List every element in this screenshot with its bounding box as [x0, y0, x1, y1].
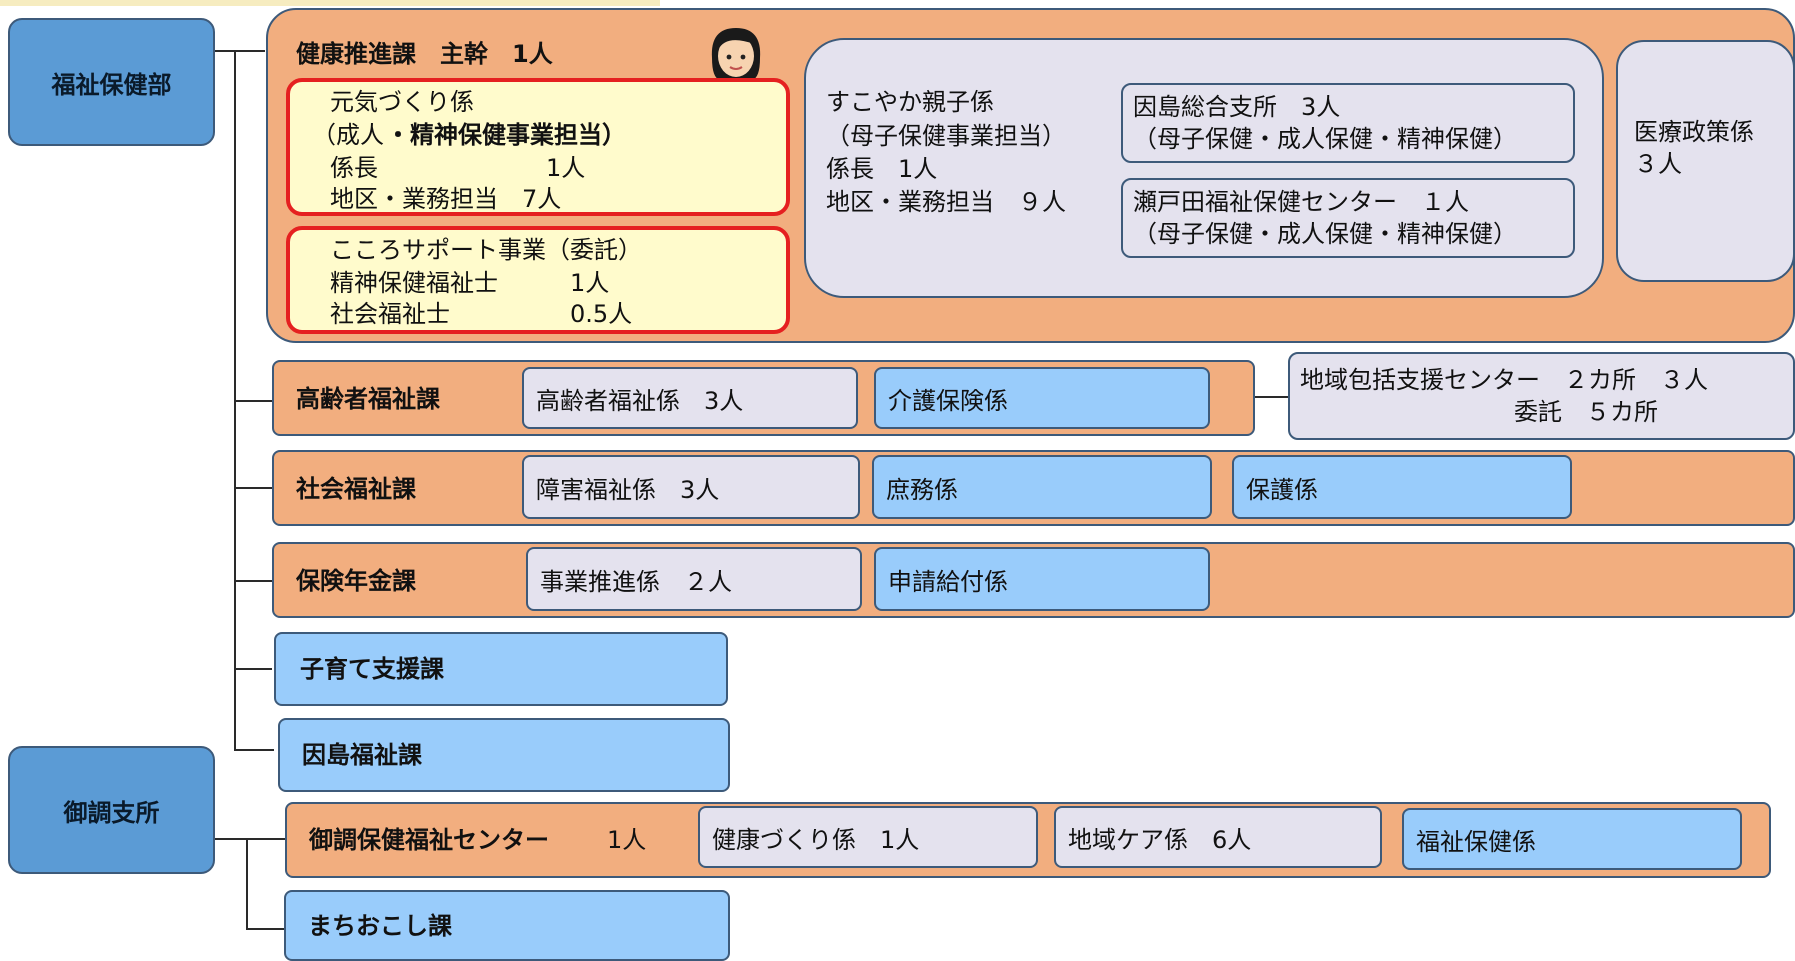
kaigo-hoken-cell: 介護保険係 — [874, 367, 1210, 429]
shakai-title: 社会福祉課 — [296, 475, 416, 503]
kokoro-line1: こころサポート事業（委託） — [330, 236, 642, 264]
houkatsu-line1: 地域包括支援センター ２カ所 ３人 — [1300, 366, 1708, 394]
hoken-nenkin-title: 保険年金課 — [296, 567, 416, 595]
cell-label: 障害福祉係 3人 — [536, 475, 720, 504]
genki-line3a: 係長 — [330, 154, 378, 182]
org-fukushi-hokenbu-label: 福祉保健部 — [51, 70, 172, 99]
kokoro-line2a: 精神保健福祉士 — [330, 269, 498, 297]
cell-label: 健康づくり係 1人 — [712, 825, 920, 854]
connector — [234, 749, 274, 751]
connector — [234, 400, 272, 402]
koreisha-title: 高齢者福祉課 — [296, 385, 440, 413]
top-strip — [0, 0, 660, 6]
setoda-line2: （母子保健・成人保健・精神保健） — [1133, 220, 1517, 248]
org-mitsugi-shisho-label: 御調支所 — [63, 798, 160, 827]
innoshima-fukushi-title: 因島福祉課 — [302, 741, 422, 769]
shogai-fukushi-cell: 障害福祉係 3人 — [522, 455, 860, 519]
cell-label: 保護係 — [1246, 475, 1318, 504]
genki-line2b: ・精神保健事業担当） — [386, 121, 626, 149]
cell-label: 庶務係 — [886, 475, 958, 504]
setoda-line1: 瀬戸田福祉保健センター １人 — [1133, 188, 1469, 216]
connector — [234, 580, 272, 582]
cell-label: 高齢者福祉係 3人 — [536, 386, 744, 415]
shinsei-kyufu-cell: 申請給付係 — [874, 547, 1210, 611]
kenko-suishin-title: 健康推進課 主幹 1人 — [296, 40, 553, 68]
innoshima-fukushi-box: 因島福祉課 — [278, 718, 730, 792]
innoshima-sogo-line1: 因島総合支所 3人 — [1133, 93, 1341, 121]
innoshima-sogo-shisho-box: 因島総合支所 3人 （母子保健・成人保健・精神保健） — [1121, 83, 1575, 163]
sukoyaka-line3: 係長 1人 — [826, 155, 938, 183]
houkatsu-line2: 委託 ５カ所 — [1514, 398, 1658, 426]
iryo-line2: ３人 — [1634, 150, 1682, 178]
connector — [246, 838, 248, 930]
hogo-cell: 保護係 — [1232, 455, 1572, 519]
genki-line1: 元気づくり係 — [330, 88, 474, 116]
machiokoshi-box: まちおこし課 — [284, 890, 730, 961]
connector — [246, 928, 284, 930]
sukoyaka-line2: （母子保健事業担当） — [826, 122, 1066, 150]
genki-zukuri-box: 元気づくり係 （成人 ・精神保健事業担当） 係長 1人 地区・業務担当 7人 — [286, 78, 790, 216]
connector — [234, 668, 272, 670]
shomu-cell: 庶務係 — [872, 455, 1212, 519]
connector — [215, 50, 265, 52]
kosodate-title: 子育て支援課 — [300, 655, 444, 683]
kokoro-line3b: 0.5人 — [570, 300, 633, 328]
fukushi-hoken-cell: 福祉保健係 — [1402, 808, 1742, 870]
org-mitsugi-shisho: 御調支所 — [8, 746, 215, 874]
kokoro-line3a: 社会福祉士 — [330, 300, 450, 328]
chiiki-care-cell: 地域ケア係 6人 — [1054, 806, 1382, 868]
connector — [234, 487, 272, 489]
setoda-center-box: 瀬戸田福祉保健センター １人 （母子保健・成人保健・精神保健） — [1121, 178, 1575, 258]
kokoro-support-box: こころサポート事業（委託） 精神保健福祉士 1人 社会福祉士 0.5人 — [286, 226, 790, 334]
org-fukushi-hokenbu: 福祉保健部 — [8, 18, 215, 146]
jigyo-suishin-cell: 事業推進係 ２人 — [526, 547, 862, 611]
kosodate-shien-box: 子育て支援課 — [274, 632, 728, 706]
chiiki-houkatsu-box: 地域包括支援センター ２カ所 ３人 委託 ５カ所 — [1288, 352, 1795, 440]
sukoyaka-line4: 地区・業務担当 ９人 — [826, 188, 1066, 216]
cell-label: 介護保険係 — [888, 386, 1008, 415]
cell-label: 申請給付係 — [888, 567, 1008, 596]
koreisha-cell: 高齢者福祉係 3人 — [522, 367, 858, 429]
genki-line3b: 1人 — [546, 154, 586, 182]
genki-line4: 地区・業務担当 7人 — [330, 185, 562, 213]
sukoyaka-line1: すこやか親子係 — [826, 88, 994, 116]
innoshima-sogo-line2: （母子保健・成人保健・精神保健） — [1133, 125, 1517, 153]
iryo-seisaku-box: 医療政策係 ３人 — [1616, 40, 1795, 282]
mitsugi-center-count: 1人 — [607, 826, 647, 854]
machiokoshi-title: まちおこし課 — [308, 912, 452, 940]
connector — [1255, 396, 1289, 398]
mitsugi-center-title: 御調保健福祉センター — [309, 826, 549, 854]
cell-label: 事業推進係 ２人 — [540, 567, 732, 596]
cell-label: 福祉保健係 — [1416, 827, 1536, 856]
cell-label: 地域ケア係 6人 — [1068, 825, 1252, 854]
connector — [215, 838, 285, 840]
kenko-zukuri-cell: 健康づくり係 1人 — [698, 806, 1038, 868]
kokoro-line2b: 1人 — [570, 269, 610, 297]
iryo-line1: 医療政策係 — [1634, 118, 1754, 146]
genki-line2a: （成人 — [312, 121, 384, 149]
sukoyaka-oyako-block: すこやか親子係 （母子保健事業担当） 係長 1人 地区・業務担当 ９人 — [804, 38, 1604, 298]
